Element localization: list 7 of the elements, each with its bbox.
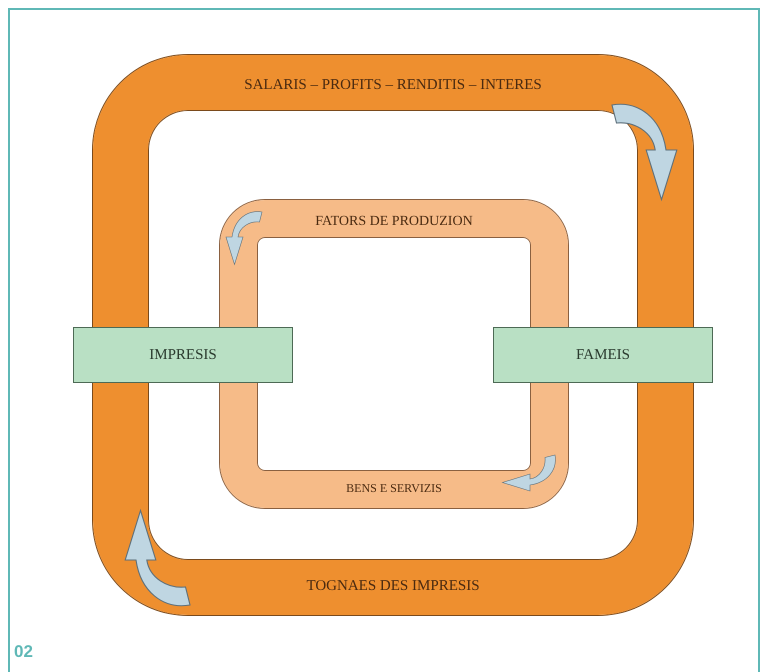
flow-label: SALARIS – PROFITS – RENDITIS – INTERES bbox=[243, 77, 543, 94]
flow-label: BENS E SERVIZIS bbox=[345, 481, 443, 496]
figure-number: 02 bbox=[14, 642, 33, 662]
flow-label: FATORS DE PRODUZION bbox=[314, 214, 474, 230]
sector-label: IMPRESIS bbox=[149, 346, 217, 364]
flow-label: TOGNAES DES IMPRESIS bbox=[305, 578, 481, 595]
sector-label: FAMEIS bbox=[576, 346, 630, 364]
